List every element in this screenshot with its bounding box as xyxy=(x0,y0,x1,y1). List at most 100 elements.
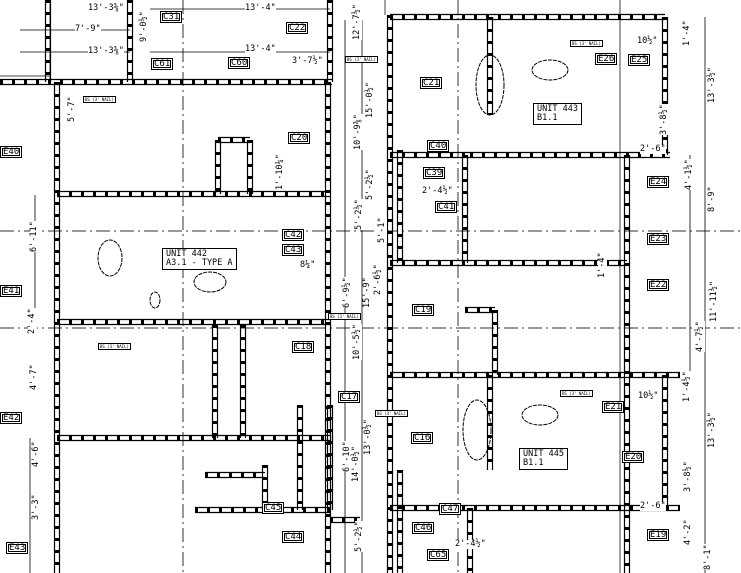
callout-e19: E19 xyxy=(647,529,670,541)
dimension-text: 10½" xyxy=(638,391,659,401)
callout-e41: E41 xyxy=(0,285,23,297)
dimension-text: 13'-3½" xyxy=(707,412,717,448)
dimension-text: 13'-0½" xyxy=(363,419,373,455)
nail-note: BS (3' NAIL) xyxy=(328,313,361,320)
callout-e21: E21 xyxy=(602,401,625,413)
dimension-text: 15'-0½" xyxy=(365,82,375,118)
callout-c41: C41 xyxy=(435,201,458,213)
dimension-text: 3'-3" xyxy=(31,494,41,520)
callout-e43: E43 xyxy=(6,542,29,554)
dimension-text: 2'-4½" xyxy=(422,186,453,196)
dimension-text: 5'-2½" xyxy=(354,199,364,230)
dimension-text: 8'-1" xyxy=(703,544,713,570)
revision-cloud xyxy=(97,239,123,277)
dimension-text: 5'-2½" xyxy=(354,521,364,552)
callout-c19: C19 xyxy=(412,304,435,316)
callout-c18: C18 xyxy=(292,341,315,353)
dimension-text: 2'-4" xyxy=(27,308,37,334)
callout-c60: C60 xyxy=(228,57,251,69)
callout-c65: C65 xyxy=(427,549,450,561)
dimension-text: 14'-0½" xyxy=(351,446,361,482)
dimension-text: 1'-4" xyxy=(597,252,607,278)
dimension-text: 4'-7½" xyxy=(695,321,705,352)
revision-cloud xyxy=(149,291,161,309)
unit-name: UNIT 445 xyxy=(523,449,564,459)
callout-c42: C42 xyxy=(282,229,305,241)
callout-c16: C16 xyxy=(411,432,434,444)
callout-c39: C39 xyxy=(423,167,446,179)
dimension-text: 1'-4½" xyxy=(682,371,692,402)
callout-e40: E40 xyxy=(0,146,23,158)
callout-e20: E20 xyxy=(622,451,645,463)
dimension-text: 3'-8½" xyxy=(659,104,669,135)
callout-c40: C40 xyxy=(427,140,450,152)
dimension-text: 10'-9⅜" xyxy=(353,114,363,150)
callout-e22: E22 xyxy=(647,279,670,291)
dimension-text: 6'-9½" xyxy=(342,277,352,308)
dimension-text: 13'-3⅜" xyxy=(88,46,124,56)
dimension-text: 2'-4½" xyxy=(455,539,486,549)
dimension-text: 4'-1½" xyxy=(684,159,694,190)
dimension-text: 11'-11½" xyxy=(709,281,719,322)
callout-c31: C31 xyxy=(160,11,183,23)
unit-label-442: UNIT 442 A3.1 - TYPE A xyxy=(162,248,237,270)
revision-cloud xyxy=(521,404,559,426)
dimension-text: 8¼" xyxy=(300,260,316,270)
revision-cloud xyxy=(462,399,492,461)
revision-cloud xyxy=(193,271,227,293)
dimension-text: 2'-6" xyxy=(640,501,666,511)
callout-e23: E23 xyxy=(647,233,670,245)
dimension-text: 15'-9" xyxy=(362,277,372,308)
dimension-text: 1'-4" xyxy=(682,20,692,46)
unit-type: B1.1 xyxy=(537,113,558,123)
unit-type: A3.1 - TYPE A xyxy=(166,258,233,268)
dimension-text: 4'-6" xyxy=(31,441,41,467)
callout-e25: E25 xyxy=(628,54,651,66)
callout-c43: C43 xyxy=(282,244,305,256)
nail-note: BS (3' NAIL) xyxy=(570,40,603,47)
nail-note: BS (3' NAIL) xyxy=(83,96,116,103)
dimension-text: 2'-6" xyxy=(640,144,666,154)
dimension-text: 5'-1" xyxy=(377,217,387,243)
dimension-text: 7'-9" xyxy=(75,24,101,34)
dimension-text: 8'-9" xyxy=(707,186,717,212)
dimension-text: 10'-5½" xyxy=(352,324,362,360)
unit-type: B1.1 xyxy=(523,458,544,468)
callout-e42: E42 xyxy=(0,412,23,424)
callout-c45: C45 xyxy=(262,502,285,514)
dimension-text: 1'-10¼" xyxy=(275,154,285,190)
unit-name: UNIT 442 xyxy=(166,249,207,259)
dimension-text: 13'-3½" xyxy=(707,67,717,103)
dimension-text: 2'-6½" xyxy=(373,264,383,295)
dimension-text: 4'-2" xyxy=(683,519,693,545)
dimension-text: 13'-4" xyxy=(245,44,276,54)
unit-label-445: UNIT 445 B1.1 xyxy=(519,448,568,470)
revision-cloud xyxy=(475,54,505,116)
callout-c61: C61 xyxy=(151,58,174,70)
nail-note: BS (3' NAIL) xyxy=(345,56,378,63)
dimension-text: 12'-7½" xyxy=(352,4,362,40)
dimension-text: 4'-7" xyxy=(29,364,39,390)
unit-label-443: UNIT 443 B1.1 xyxy=(533,103,582,125)
dimension-text: 13'-4" xyxy=(245,3,276,13)
dimension-text: 5'-7" xyxy=(67,96,77,122)
dimension-text: 3'-8½" xyxy=(683,461,693,492)
nail-note: BS (3' NAIL) xyxy=(98,343,131,350)
unit-name: UNIT 443 xyxy=(537,104,578,114)
callout-c22: C22 xyxy=(286,22,309,34)
dimension-text: 13'-3⅜" xyxy=(88,3,124,13)
callout-e26: E26 xyxy=(595,53,618,65)
dimension-text: 9'-0½" xyxy=(139,11,149,42)
dimension-text: 6'-11" xyxy=(29,221,39,252)
callout-c46: C46 xyxy=(412,522,435,534)
callout-e24: E24 xyxy=(647,176,670,188)
callout-c21: C21 xyxy=(420,77,443,89)
callout-c20: C20 xyxy=(288,132,311,144)
dimension-text: 3'-7½" xyxy=(292,56,323,66)
nail-note: BS (3' NAIL) xyxy=(375,410,408,417)
dimension-text: 5'-2½" xyxy=(365,169,375,200)
callout-c44: C44 xyxy=(282,531,305,543)
dimension-text: 10½" xyxy=(637,36,658,46)
callout-c17: C17 xyxy=(338,391,361,403)
nail-note: BS (3' NAIL) xyxy=(560,390,593,397)
